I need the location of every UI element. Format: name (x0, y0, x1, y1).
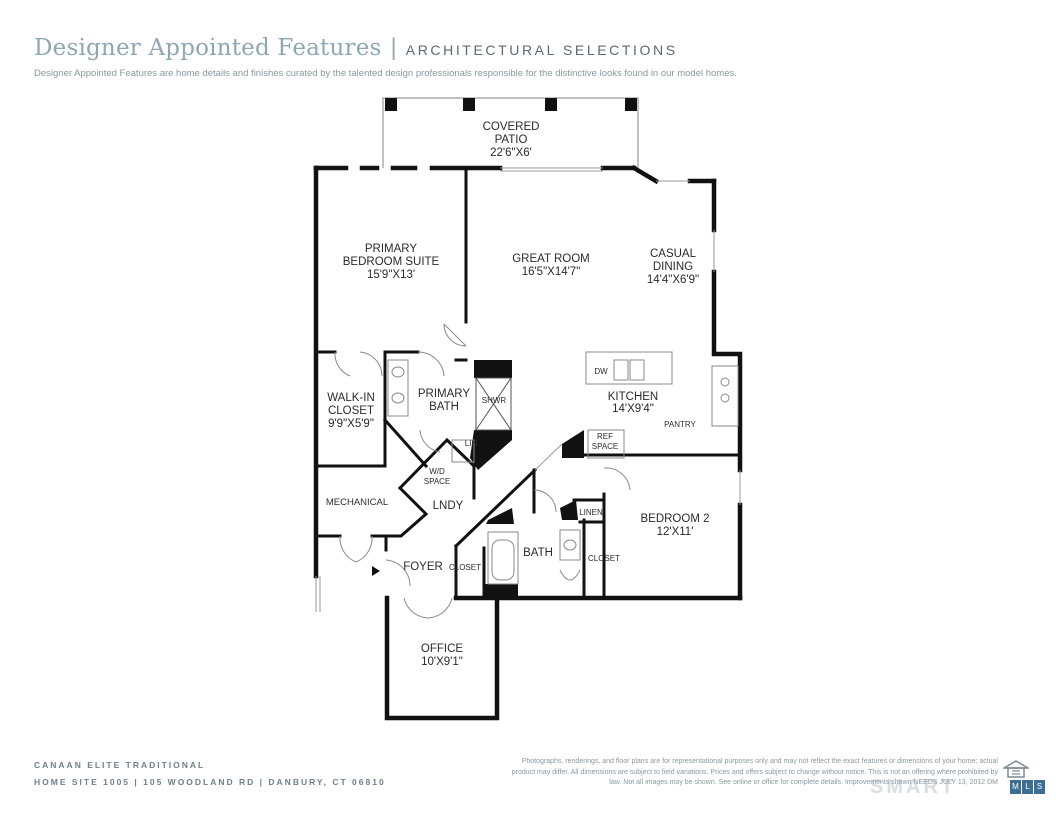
mls-logo-icon: M L S (1010, 780, 1045, 794)
office-size: 10'X9'1" (421, 656, 463, 668)
shower-enclosure (475, 377, 512, 431)
pantry-label: PANTRY (664, 420, 696, 429)
ref-space-label-2: SPACE (592, 442, 619, 451)
windows (315, 167, 741, 612)
bedroom2-size: 12'X11' (657, 526, 694, 538)
mechanical-label: MECHANICAL (326, 497, 388, 508)
casual-dining-size: 14'4"X6'9" (647, 274, 699, 286)
kitchen-size: 14'X9'4" (612, 403, 654, 415)
closet-foyer-label: CLOSET (449, 563, 481, 572)
page-header: Designer Appointed Features | ARCHITECTU… (34, 34, 1034, 79)
equal-housing-icon (1003, 760, 1029, 778)
patio-label-1: COVERED (483, 121, 540, 133)
casual-dining-label-2: DINING (653, 261, 693, 273)
kitchen-label: KITCHEN (608, 391, 658, 403)
great-room-label: GREAT ROOM (512, 253, 590, 265)
mls-letter-s: S (1034, 780, 1045, 794)
closet-bedroom2-label: CLOSET (588, 554, 620, 563)
legal-disclaimer: Photographs, renderings, and floor plans… (511, 758, 998, 786)
interior-walls (314, 166, 742, 600)
primary-bedroom-size: 15'9"X13' (367, 269, 415, 281)
lin-label: LIN (465, 439, 478, 448)
linen-label: LINEN (579, 508, 603, 517)
walk-in-closet-size: 9'9"X5'9" (328, 418, 374, 430)
patio-size: 22'6"X6' (490, 147, 532, 159)
fixtures (387, 351, 739, 585)
room-labels: COVERED PATIO 22'6"X6' PRIMARY BEDROOM S… (326, 121, 710, 668)
casual-dining-label-1: CASUAL (650, 248, 697, 260)
model-name: CANAAN ELITE TRADITIONAL (34, 760, 206, 770)
mls-letter-l: L (1022, 780, 1033, 794)
footer-address-block: CANAAN ELITE TRADITIONAL HOME SITE 1005 … (34, 760, 386, 787)
laundry-label: LNDY (433, 500, 464, 512)
primary-bedroom-label-1: PRIMARY (365, 243, 418, 255)
walk-in-closet-label-1: WALK-IN (327, 392, 375, 404)
wd-space-label-2: SPACE (424, 477, 451, 486)
entry-arrow-icon (372, 566, 380, 576)
bedroom2-label: BEDROOM 2 (640, 513, 709, 525)
primary-bedroom-label-2: BEDROOM SUITE (343, 256, 440, 268)
title-row: Designer Appointed Features | ARCHITECTU… (34, 34, 1034, 62)
page-subtitle: ARCHITECTURAL SELECTIONS (405, 42, 678, 58)
title-divider: | (390, 34, 397, 61)
home-address: HOME SITE 1005 | 105 WOODLAND RD | DANBU… (34, 777, 386, 787)
mls-letter-m: M (1010, 780, 1021, 794)
shower-label: SHWR (482, 396, 507, 405)
bath-label: BATH (523, 547, 553, 559)
great-room-size: 16'5"X14'7" (522, 266, 581, 278)
primary-bath-label-1: PRIMARY (418, 388, 471, 400)
page-title: Designer Appointed Features (34, 35, 382, 61)
foyer-label: FOYER (403, 561, 443, 573)
primary-bath-label-2: BATH (429, 401, 459, 413)
patio-posts (385, 98, 637, 111)
office-label: OFFICE (421, 643, 463, 655)
wall-fills (470, 360, 584, 598)
page-tagline: Designer Appointed Features are home det… (34, 68, 737, 79)
door-swings (334, 323, 631, 619)
patio-outline (382, 97, 639, 168)
walk-in-closet-label-2: CLOSET (328, 405, 374, 417)
patio-label-2: PATIO (495, 134, 528, 146)
watermark: SMART (870, 776, 957, 798)
dishwasher-label: DW (594, 367, 608, 376)
ref-space-label-1: REF (597, 432, 613, 441)
wd-space-label-1: W/D (429, 467, 445, 476)
